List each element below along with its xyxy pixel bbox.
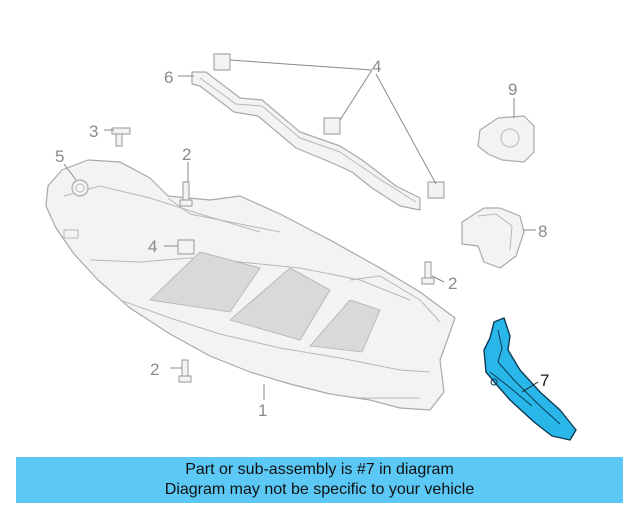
part-8-bracket (461, 207, 525, 269)
part-4-clip-nut-top (213, 53, 231, 71)
callout-3: 3 (89, 122, 98, 141)
info-banner: Part or sub-assembly is #7 in diagram Di… (16, 457, 623, 503)
callout-8: 8 (538, 222, 547, 241)
part-4-clip-nut-right (427, 181, 445, 199)
callout-9: 9 (508, 80, 517, 99)
leader-lines (63, 59, 539, 400)
callout-4-left: 4 (148, 237, 157, 256)
part-4-clip-nut-mid (323, 117, 341, 135)
part-3-screw (111, 127, 131, 147)
callout-4-top: 4 (372, 57, 381, 76)
part-4-clip-nut-left (177, 239, 195, 255)
part-2-bolt-right (421, 261, 435, 285)
callout-2-right: 2 (448, 274, 457, 293)
callout-2-lower: 2 (150, 360, 159, 379)
part-1-splash-shield (45, 159, 456, 411)
part-2-bolt-lower (178, 359, 192, 383)
callout-6: 6 (164, 68, 173, 87)
part-7-side-bracket (483, 317, 577, 441)
banner-line-2: Diagram may not be specific to your vehi… (164, 481, 475, 498)
part-2-bolt-top (179, 181, 193, 207)
banner-line-1: Part or sub-assembly is #7 in diagram (185, 461, 454, 478)
callout-5: 5 (55, 147, 64, 166)
callout-2-top: 2 (182, 145, 191, 164)
parts-diagram: 1 2 2 2 3 4 4 5 6 7 8 9 (45, 53, 577, 441)
part-5-grommet (71, 179, 89, 197)
callout-7: 7 (540, 371, 549, 390)
part-9-mount (477, 115, 535, 163)
callout-1: 1 (258, 401, 267, 420)
part-6-bracket-strip (191, 71, 421, 211)
